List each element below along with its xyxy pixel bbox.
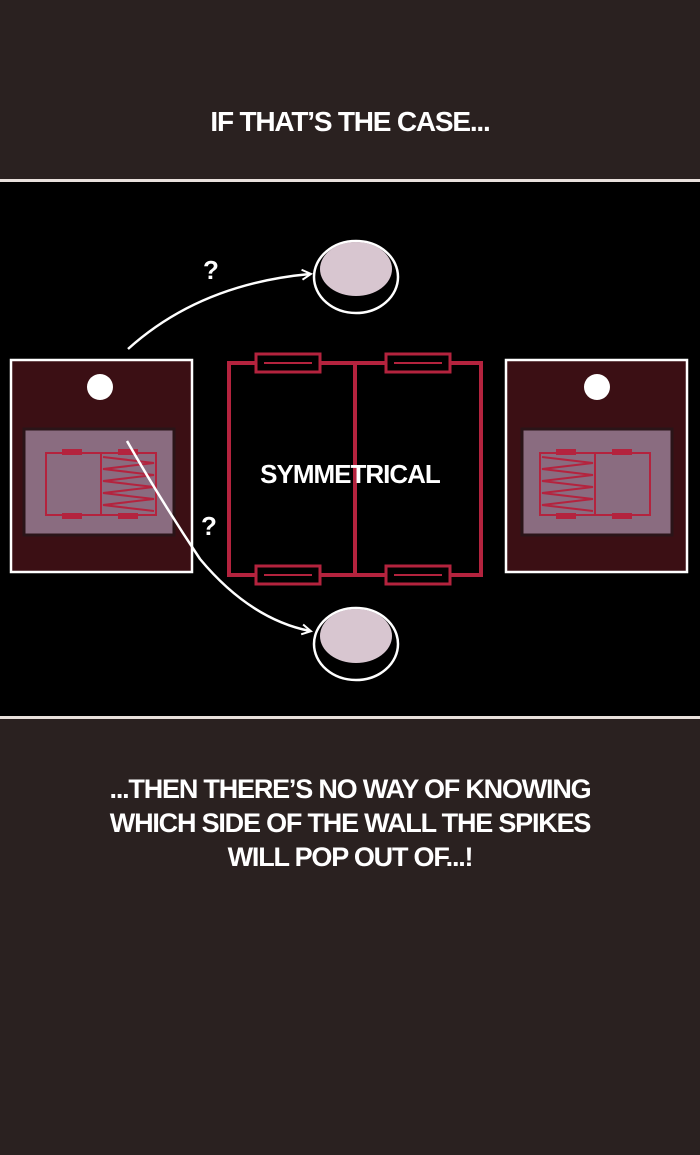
right-trap-card <box>504 358 689 574</box>
bottom-pressure-button <box>312 606 400 682</box>
symmetrical-wall <box>227 352 483 586</box>
arrow-to-top-button-icon <box>127 274 310 350</box>
caption-bottom-line-1: ...THEN THERE’S NO WAY OF KNOWING <box>109 774 592 804</box>
arrow-to-bottom-button-icon <box>125 440 310 631</box>
left-card-spikes-icon <box>102 456 155 512</box>
symmetry-diagram: SYMMETRICAL ? ? <box>9 239 689 682</box>
right-card-spikes-icon <box>541 456 594 512</box>
question-mark-bottom: ? <box>201 511 217 541</box>
panel-border-top <box>0 179 700 182</box>
left-trap-card <box>9 358 194 574</box>
left-card-hole-icon <box>87 374 113 400</box>
top-pressure-button <box>312 239 400 315</box>
right-card-hole-icon <box>584 374 610 400</box>
caption-bottom: ...THEN THERE’S NO WAY OF KNOWING WHICH … <box>0 772 700 874</box>
caption-bottom-line-3: WILL POP OUT OF...! <box>227 842 474 872</box>
symmetrical-label: SYMMETRICAL <box>260 459 441 489</box>
caption-top: IF THAT’S THE CASE... <box>210 106 490 137</box>
panel-border-bottom <box>0 716 700 719</box>
caption-bottom-line-2: WHICH SIDE OF THE WALL THE SPIKES <box>109 808 592 838</box>
question-mark-top: ? <box>203 255 219 285</box>
